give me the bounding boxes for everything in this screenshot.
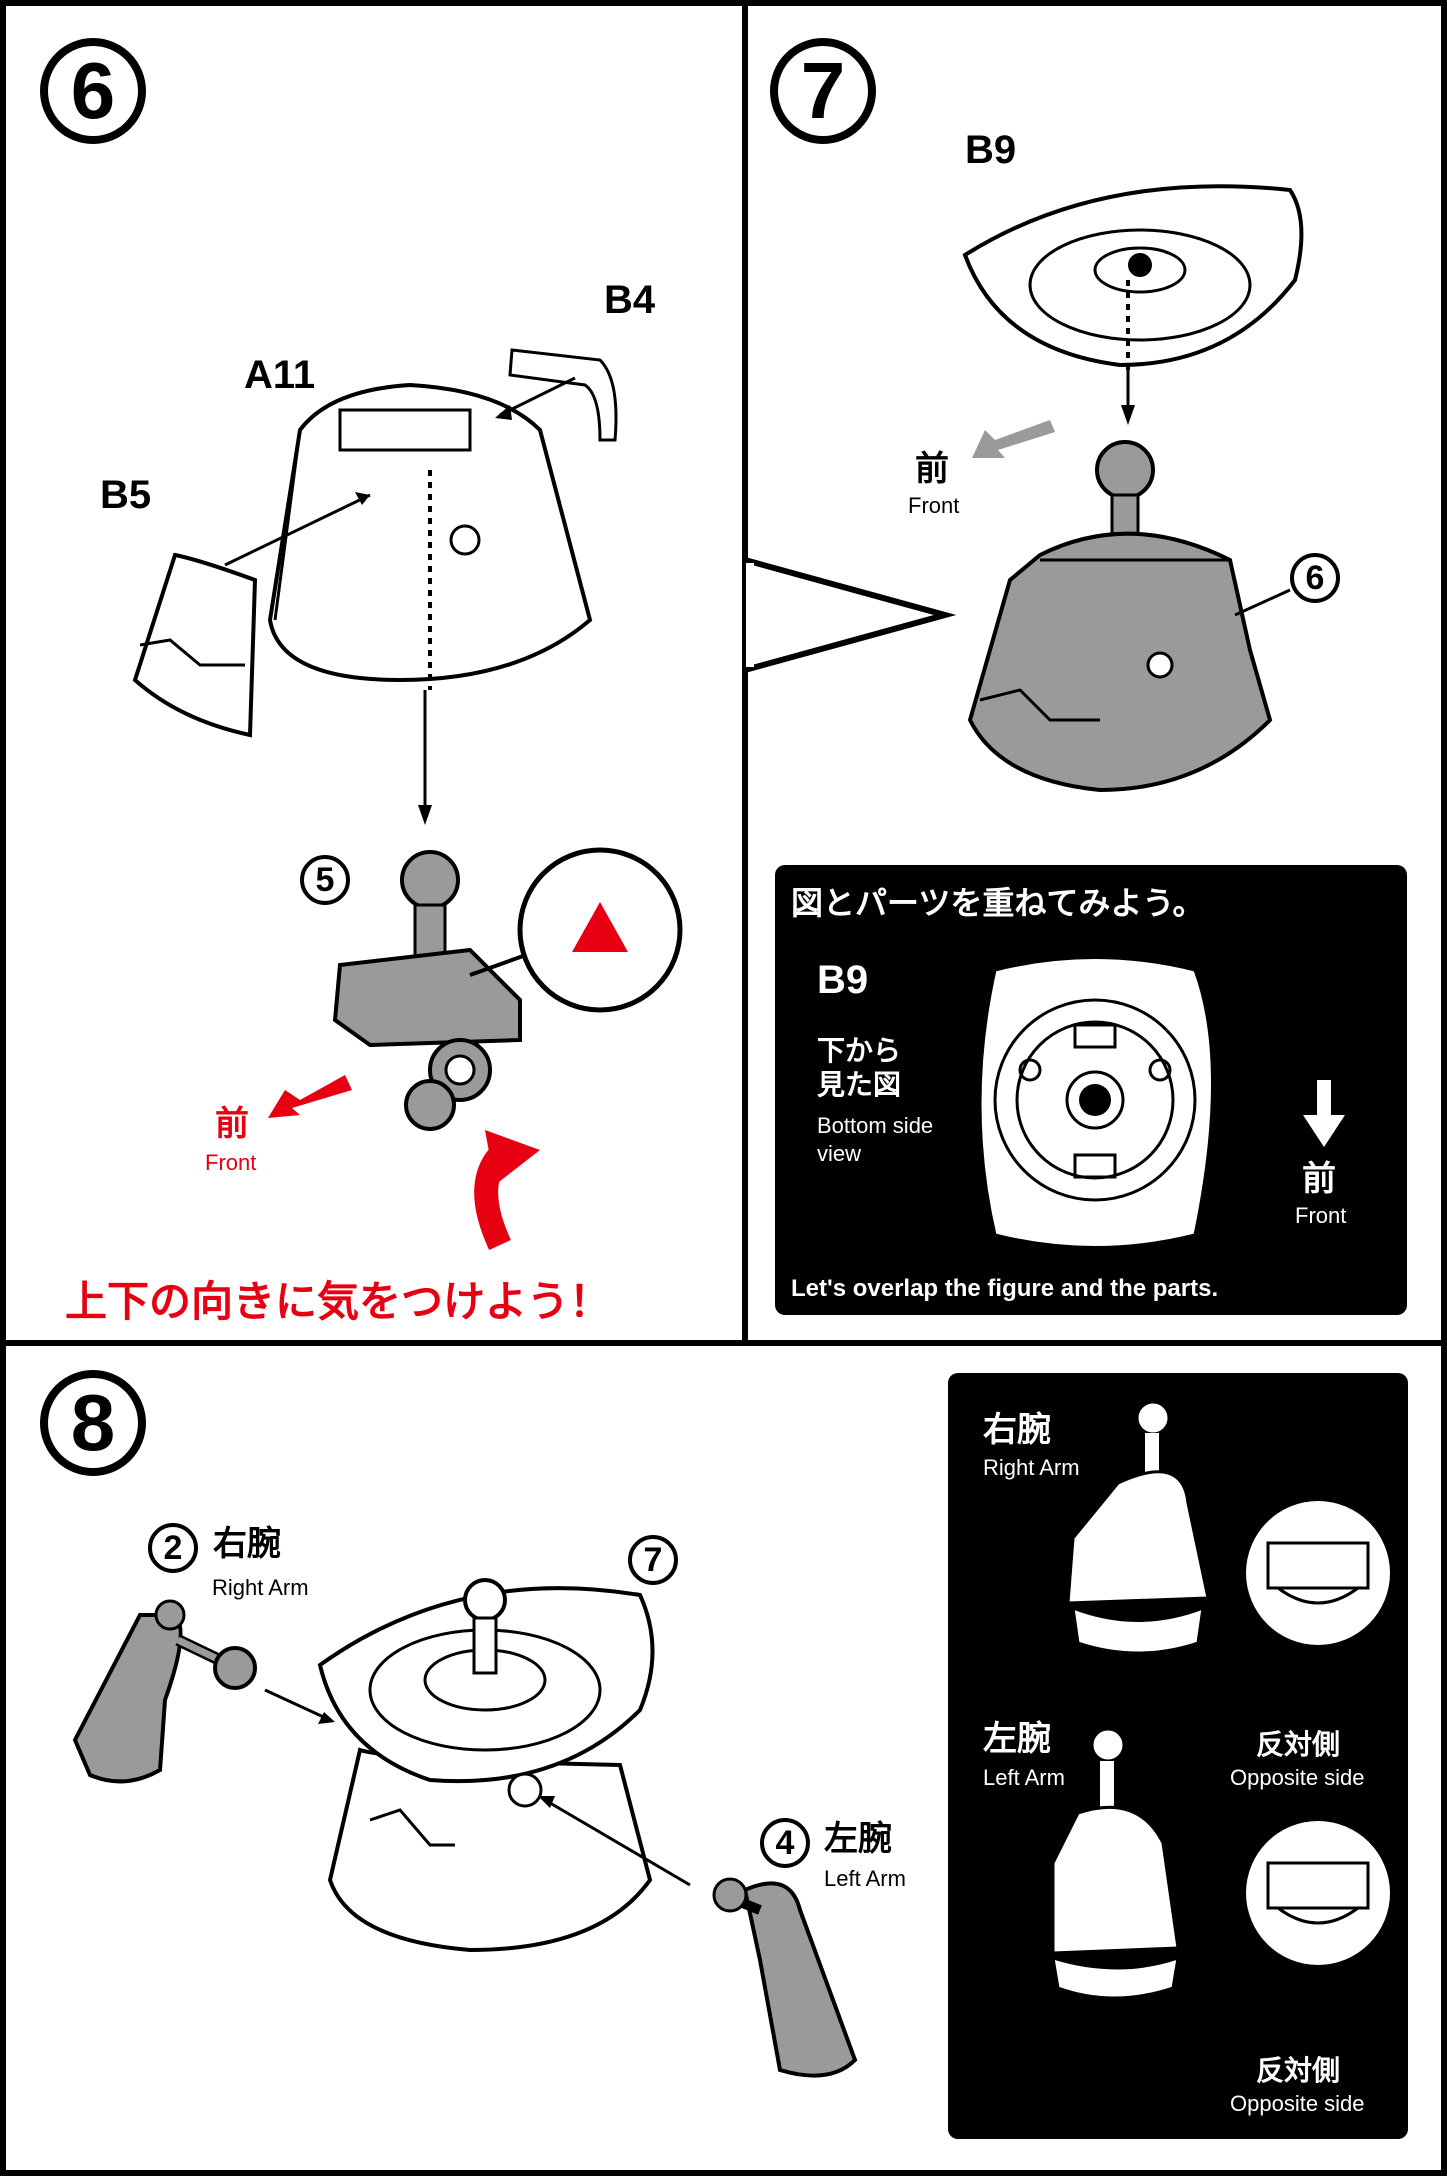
part-label-b4: B4 (604, 278, 656, 322)
hint-part-b9: B9 (817, 958, 869, 1002)
step-6-front-en: Front (205, 1150, 257, 1175)
step-7-front-en: Front (908, 493, 960, 518)
hint-front-jp: 前 (1302, 1160, 1336, 1198)
step-7-front-jp: 前 (915, 450, 949, 488)
part-label-b5: B5 (100, 473, 152, 517)
hint-right-arm-jp: 右腕 (983, 1411, 1051, 1449)
step-8-left-arm-en: Left Arm (824, 1866, 906, 1891)
step-8-ref-2: 2 (148, 1523, 198, 1573)
step-6-front-jp: 前 (215, 1105, 249, 1143)
part-label-a11: A11 (244, 353, 316, 397)
step-8-number: 8 (40, 1370, 146, 1476)
hint-opposite-jp-2: 反対側 (1256, 2055, 1341, 2086)
hint-arm-diagrams (1051, 1400, 1390, 2000)
hint-opposite-en-1: Opposite side (1230, 1765, 1365, 1790)
hint-left-arm-en: Left Arm (983, 1765, 1065, 1790)
hint-footer: Let's overlap the figure and the parts. (791, 1275, 1219, 1302)
step-7-ref-6: 6 (1290, 553, 1340, 603)
step-8-hint-box: 右腕 Right Arm 左腕 Left Arm 反対側 Opposite si… (948, 1373, 1408, 2139)
step-8-right-arm-jp: 右腕 (213, 1525, 281, 1563)
hint-view-jp-2: 見た図 (817, 1069, 902, 1100)
hint-opposite-en-2: Opposite side (1230, 2091, 1365, 2116)
hint-view-en-2: view (817, 1141, 862, 1166)
hint-b9-bottom-view (978, 956, 1345, 1249)
hint-view-en-1: Bottom side (817, 1113, 934, 1138)
hint-left-arm-jp: 左腕 (983, 1720, 1051, 1758)
step-7-hint-box: 図とパーツを重ねてみよう。 B9 下から 見た図 Bottom side vie… (775, 865, 1407, 1315)
step-6-warning: 上下の向きに気をつけよう！ (65, 1278, 612, 1325)
step-6-illustration (132, 348, 683, 1251)
hint-title: 図とパーツを重ねてみよう。 (791, 885, 1205, 921)
step-8-left-arm-jp: 左腕 (824, 1820, 892, 1858)
hint-front-en: Front (1295, 1203, 1347, 1228)
hint-opposite-jp-1: 反対側 (1256, 1729, 1341, 1760)
part-label-b9: B9 (965, 128, 1017, 172)
step-7-number: 7 (770, 38, 876, 144)
divider-horizontal (0, 1340, 1447, 1346)
step-8-ref-7: 7 (628, 1535, 678, 1585)
step-8-right-arm-en: Right Arm (212, 1575, 309, 1600)
hint-view-jp-1: 下から (817, 1035, 902, 1066)
step-6-number: 6 (40, 38, 146, 144)
step-7-illustration (962, 184, 1304, 793)
hint-right-arm-en: Right Arm (983, 1455, 1080, 1480)
step-8-ref-4: 4 (760, 1818, 810, 1868)
step-6-ref-5: 5 (300, 855, 350, 905)
